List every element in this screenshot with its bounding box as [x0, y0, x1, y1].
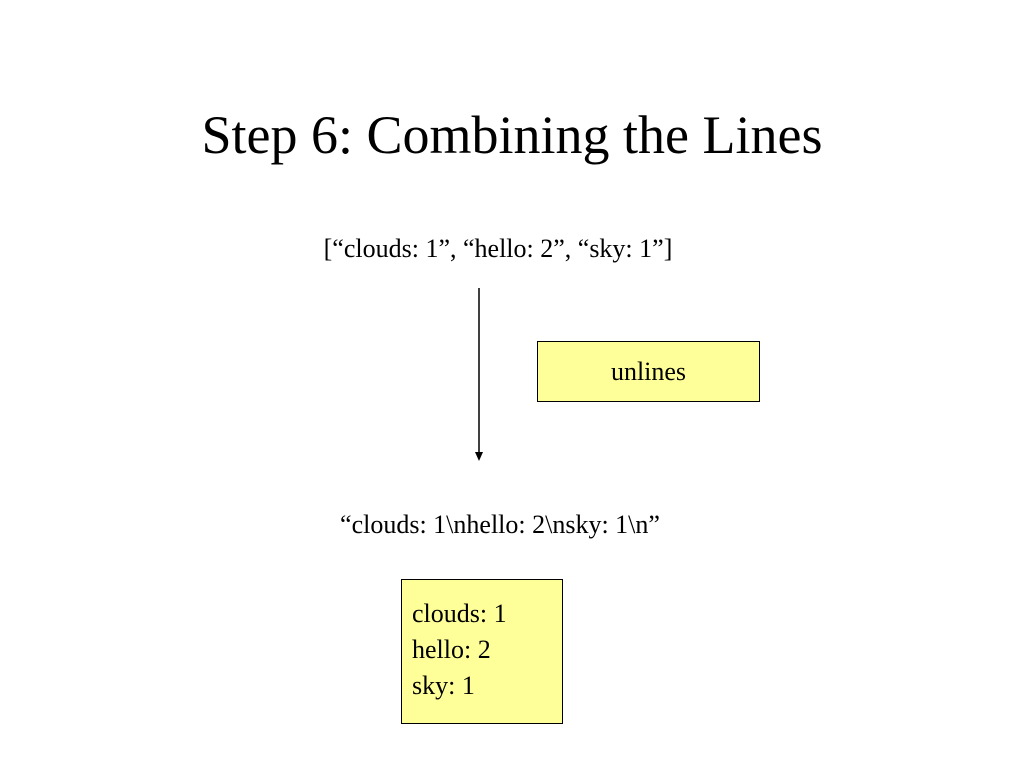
rendered-output-box: clouds: 1 hello: 2 sky: 1: [401, 579, 563, 724]
function-box: unlines: [537, 341, 760, 402]
input-string-list: [“clouds: 1”, “hello: 2”, “sky: 1”]: [323, 234, 673, 263]
slide-title: Step 6: Combining the Lines: [201, 105, 823, 165]
result-line: clouds: 1: [412, 599, 507, 628]
function-label: unlines: [610, 356, 687, 386]
result-line: sky: 1: [412, 671, 475, 700]
down-arrow: [475, 288, 483, 461]
arrow-head: [475, 452, 483, 461]
result-line: hello: 2: [412, 635, 491, 664]
output-string: “clouds: 1\nhello: 2\nsky: 1\n”: [340, 510, 660, 539]
